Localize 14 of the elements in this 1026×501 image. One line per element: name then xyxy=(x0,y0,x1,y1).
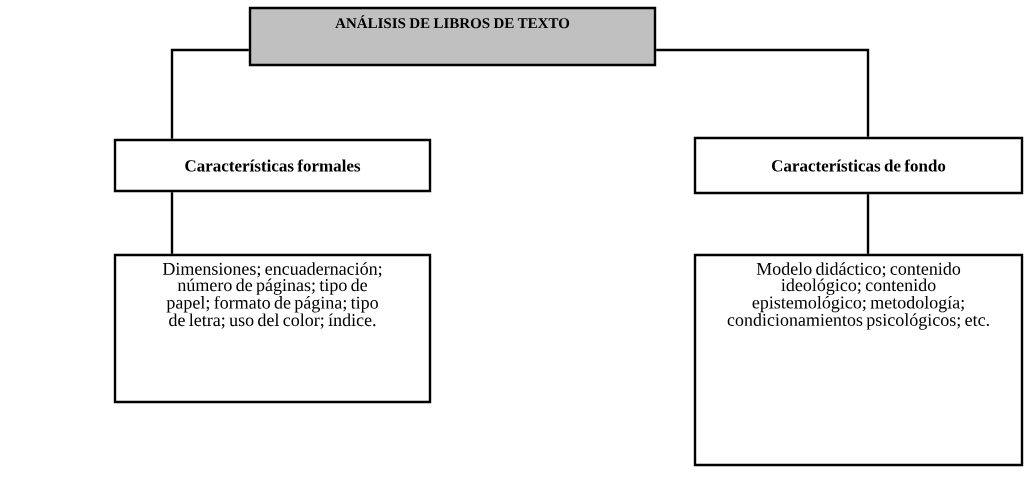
category-box xyxy=(113,138,432,193)
category-text: Características de fondo xyxy=(771,159,946,172)
connector-line xyxy=(866,194,870,254)
connector-line xyxy=(170,192,174,254)
title-box xyxy=(248,6,657,67)
description-box xyxy=(693,253,1024,467)
category-box xyxy=(693,136,1024,195)
category-text: Características formales xyxy=(185,159,361,172)
connector-line xyxy=(656,48,870,137)
description-text: Modelo didáctico; contenido ideológico; contenido epistemológico; metodología; condicionamientos psicológicos; etc. xyxy=(727,262,989,330)
description-text: Dimensiones; encuadernación; número de páginas; tipo de papel; formato de página; tipo de letra; uso del color; índice. xyxy=(162,262,382,329)
title-text: ANÁLISIS DE LIBROS DE TEXTO xyxy=(335,15,570,29)
description-box xyxy=(113,253,432,404)
connector-line xyxy=(170,48,249,139)
